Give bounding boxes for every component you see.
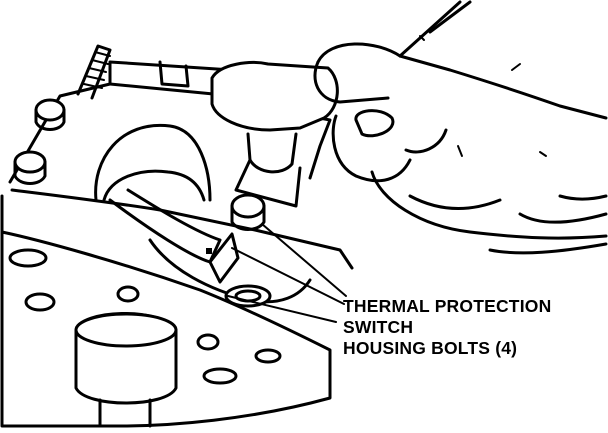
callout-label: THERMAL PROTECTION SWITCH HOUSING BOLTS … (343, 296, 605, 359)
housing-bolt (13, 150, 47, 185)
stud (76, 44, 112, 100)
compressor-housing (8, 248, 282, 385)
callout-line-2: SWITCH (343, 317, 414, 337)
callout-line-1: THERMAL PROTECTION (343, 296, 552, 316)
callout-line-3: HOUSING BOLTS (4) (343, 338, 518, 358)
clutch-shaft-hub (74, 312, 178, 428)
hand (313, 0, 608, 255)
housing-bolt (34, 98, 66, 131)
housing-bolt (230, 193, 266, 231)
ratchet-wrench (210, 61, 339, 208)
leader-lines (227, 223, 347, 323)
